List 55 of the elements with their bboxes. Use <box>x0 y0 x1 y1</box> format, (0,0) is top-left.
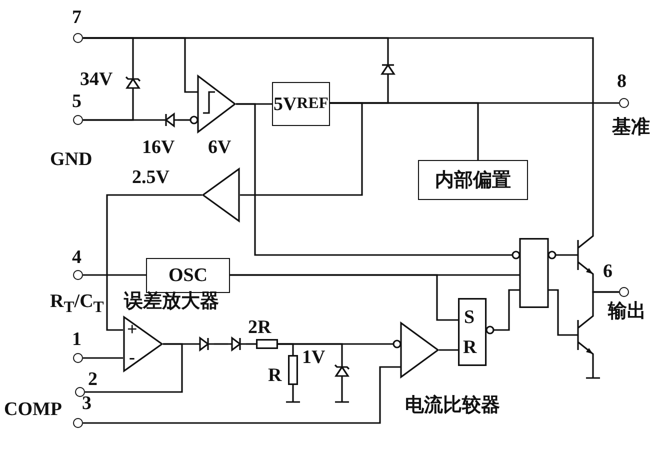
wire <box>230 274 458 321</box>
pin-label: 输出 <box>608 302 646 321</box>
wire <box>85 343 183 393</box>
input-sign: + <box>127 320 138 338</box>
wire <box>240 102 363 196</box>
latch-input-label: R <box>463 338 477 357</box>
component-label: 16V <box>142 138 175 157</box>
wire <box>548 289 574 336</box>
pin-terminal <box>619 287 629 297</box>
wire <box>214 343 228 345</box>
block-label: 6V <box>208 138 232 157</box>
component-label: R <box>268 366 282 385</box>
pin-terminal <box>73 418 83 428</box>
wire <box>163 343 196 345</box>
pin-terminal <box>75 387 85 397</box>
pin-label: COMP <box>4 400 62 419</box>
pin-label: 3 <box>82 394 92 413</box>
component-label: 1V <box>302 348 326 367</box>
pin-label: 7 <box>72 8 82 27</box>
input-sign: - <box>129 348 135 366</box>
pin-label: 基准 <box>612 118 650 137</box>
block-label: 2.5V <box>132 168 170 187</box>
latch-input-label: S <box>464 308 475 327</box>
wire <box>278 343 393 345</box>
block-label: 电流比较器 <box>405 396 500 415</box>
pin-label: 5 <box>72 92 82 111</box>
wire <box>83 119 158 121</box>
wire <box>106 194 202 331</box>
pin-terminal <box>73 115 83 125</box>
wire <box>236 103 512 256</box>
pin-label: 4 <box>72 248 82 267</box>
component-label: 2R <box>248 318 272 337</box>
wire <box>83 37 594 230</box>
pin-label: 1 <box>72 330 82 349</box>
pin-terminal <box>619 98 629 108</box>
oscillator-box: OSC <box>146 258 230 293</box>
wire <box>83 357 123 359</box>
pin-terminal <box>73 33 83 43</box>
pin-label: GND <box>50 150 92 169</box>
wire <box>246 343 256 345</box>
wire <box>494 289 520 331</box>
wire <box>592 291 619 310</box>
bias-box: 内部偏置 <box>418 160 528 200</box>
pin-label: R$_{T}$/C$_{T}$ <box>50 292 104 316</box>
wire <box>83 274 146 276</box>
pin-terminal <box>73 270 83 280</box>
pin-label: 6 <box>603 262 612 281</box>
component-label: 34V <box>80 70 113 89</box>
wire <box>83 366 401 424</box>
pin-terminal <box>73 353 83 363</box>
pin-label: 2 <box>88 370 98 389</box>
pin-label: 8 <box>617 72 626 91</box>
wire <box>556 254 574 256</box>
wire <box>439 349 458 351</box>
wire <box>178 119 190 121</box>
